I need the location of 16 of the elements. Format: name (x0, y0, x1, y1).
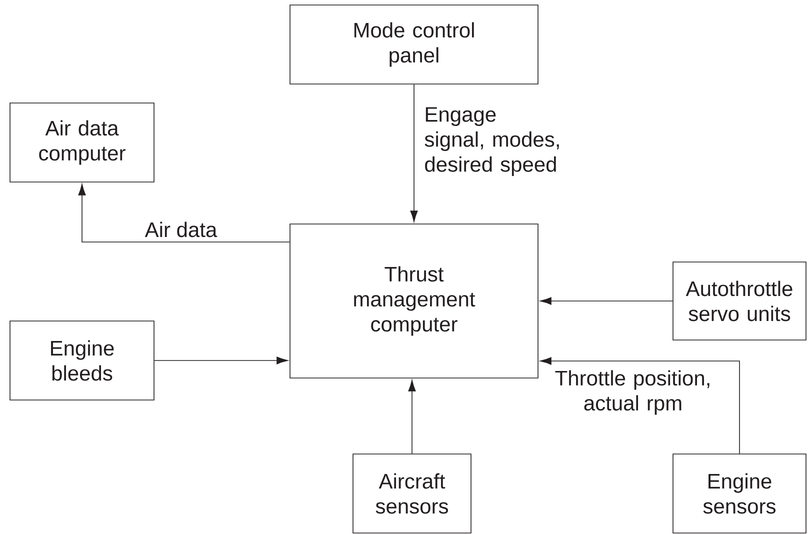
edge-label: Throttle position, actual rpm (547, 369, 719, 416)
block-box: Mode control panel (290, 4, 538, 84)
arrow (408, 380, 416, 454)
block-box: Autothrottle servo units (672, 262, 806, 340)
block-box: Engine sensors (672, 454, 806, 534)
edge-label: Air data (144, 220, 218, 238)
arrow (540, 297, 673, 305)
edge-label: Engage signal, modes, desired speed (423, 106, 566, 177)
arrow (410, 84, 418, 222)
arrow (154, 356, 288, 364)
arrow (540, 357, 740, 454)
block-box: Aircraft sensors (352, 454, 472, 534)
block-box: Air data computer (10, 102, 154, 182)
arrow (78, 184, 290, 242)
block-box: Engine bleeds (10, 320, 154, 400)
block-box: Thrust management computer (290, 224, 538, 378)
